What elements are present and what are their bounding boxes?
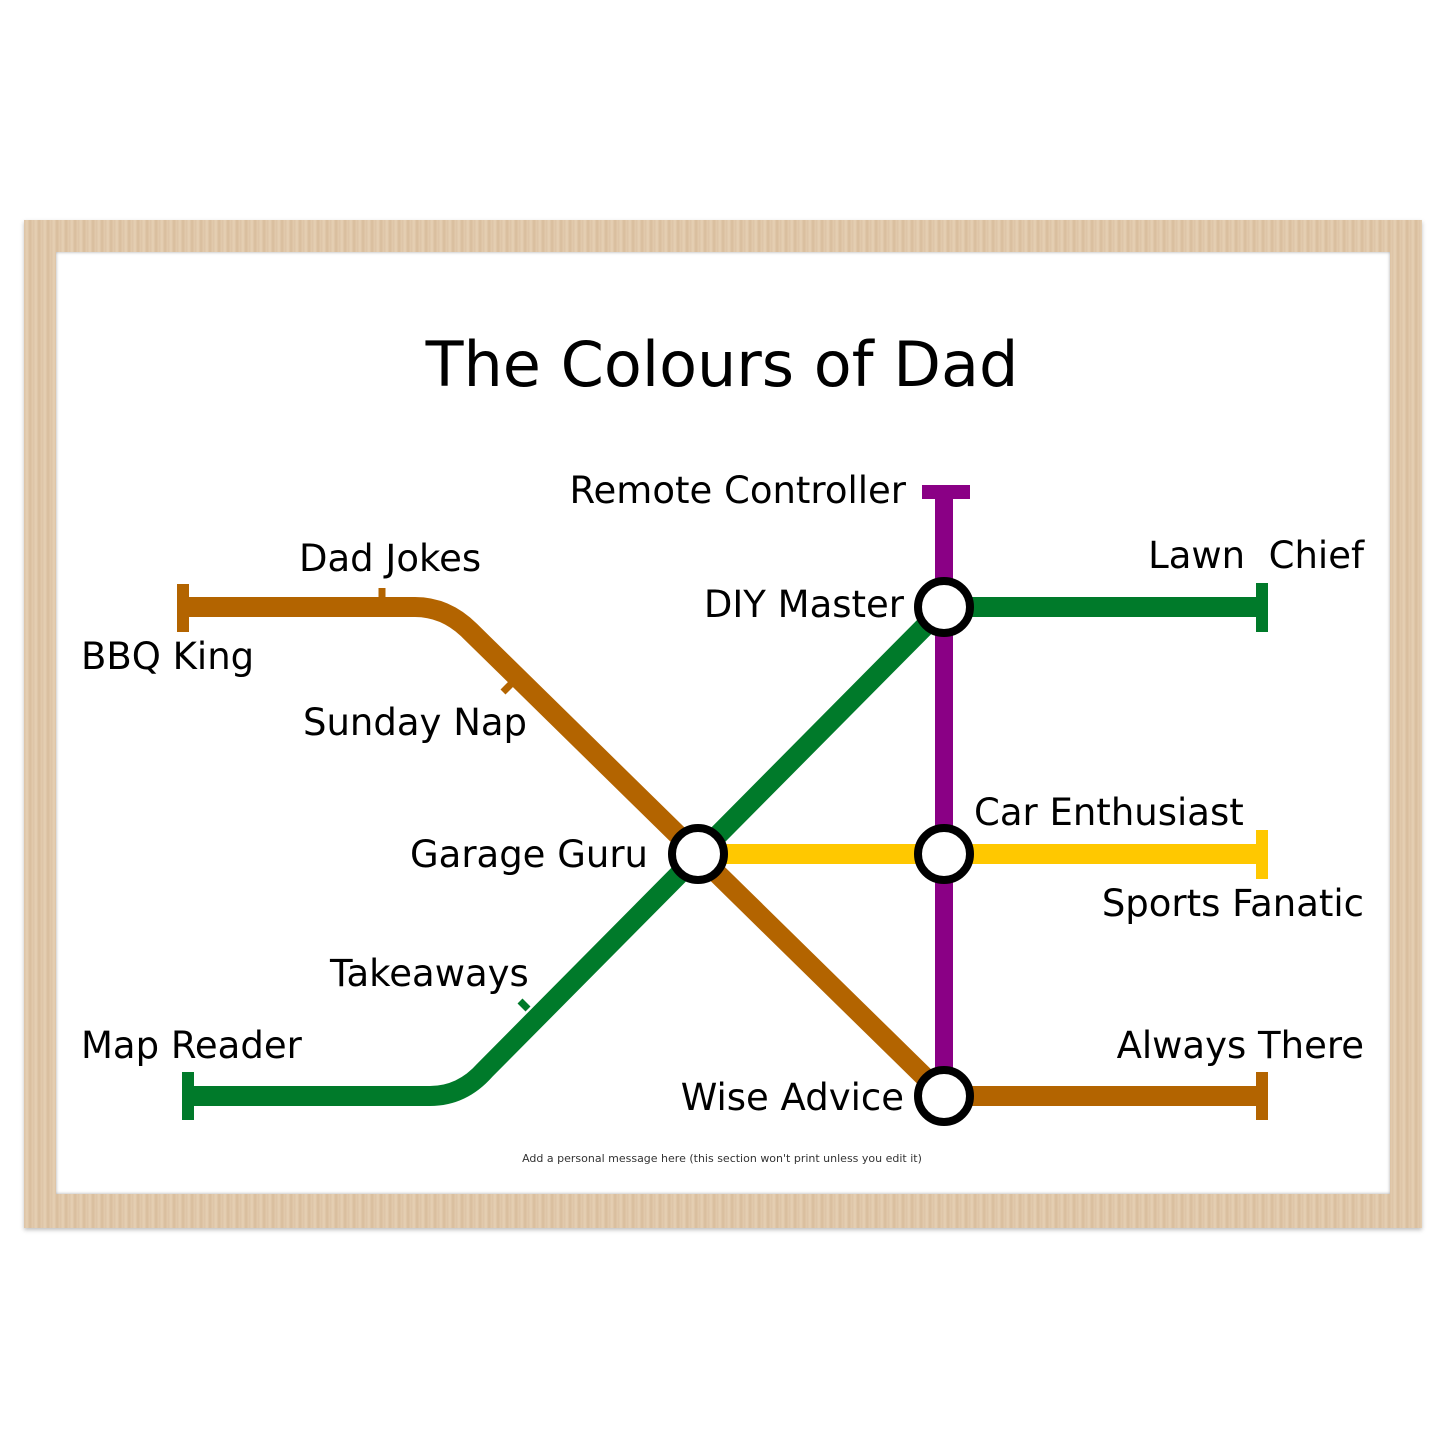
- station-garage-guru: [668, 824, 728, 884]
- label-car-enthusiast: Car Enthusiast: [974, 791, 1244, 834]
- yellow-line: [698, 830, 1268, 879]
- label-wise-advice: Wise Advice: [681, 1076, 904, 1119]
- station-diy-master: [914, 577, 974, 637]
- label-sports-fanatic: Sports Fanatic: [1102, 882, 1364, 925]
- brown-line-track: [183, 597, 1262, 1106]
- green-tick-takeaways: [517, 998, 531, 1012]
- label-diy-master: DIY Master: [704, 583, 905, 626]
- personal-message: Add a personal message here (this sectio…: [522, 1152, 922, 1165]
- station-car-enthusiast: [914, 824, 974, 884]
- label-sunday-nap: Sunday Nap: [303, 701, 527, 744]
- label-map-reader: Map Reader: [81, 1024, 303, 1067]
- label-always-there: Always There: [1117, 1024, 1364, 1067]
- poster-paper: [56, 252, 1390, 1194]
- green-line-track: [188, 597, 1262, 1106]
- label-garage-guru: Garage Guru: [410, 833, 648, 876]
- brown-line: [177, 584, 1268, 1120]
- label-lawn-chief: Lawn Chief: [1148, 534, 1365, 577]
- label-remote-controller: Remote Controller: [569, 469, 906, 512]
- brown-tick-sunday-nap: [500, 680, 515, 695]
- label-dad-jokes: Dad Jokes: [299, 537, 481, 580]
- page-title: The Colours of Dad: [425, 328, 1019, 401]
- label-takeaways: Takeaways: [329, 952, 529, 995]
- station-wise-advice: [914, 1066, 974, 1126]
- label-bbq-king: BBQ King: [81, 635, 254, 678]
- green-line: [182, 583, 1268, 1120]
